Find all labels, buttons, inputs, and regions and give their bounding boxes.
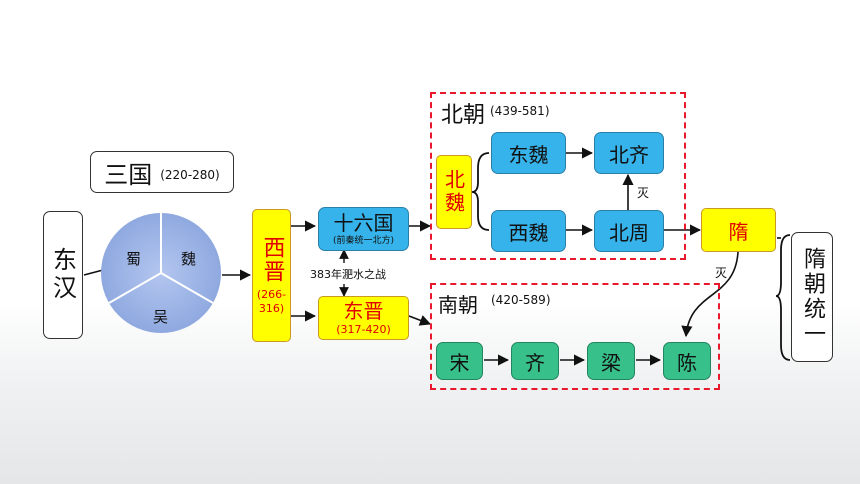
beichao-region	[430, 92, 686, 260]
shiliuguo-sub: (前秦统一北方)	[332, 236, 395, 246]
shiliuguo-name: 十六国	[333, 211, 394, 235]
qi-label: 齐	[525, 350, 545, 375]
song-label: 宋	[449, 350, 470, 375]
dongjin-box: 东晋 (317-420)	[318, 296, 409, 340]
liang-label: 梁	[601, 350, 621, 375]
nanchao-years: (420-589)	[491, 293, 551, 307]
sui-box: 隋	[701, 208, 776, 252]
sanguo-label: 三国 (220-280)	[90, 151, 234, 193]
nanchao-title: 南朝	[438, 293, 478, 317]
dongjin-name: 东晋	[343, 299, 384, 323]
sanguo-pie	[101, 213, 221, 333]
beiqi-label: 北齐	[609, 142, 649, 167]
unify-brace	[775, 234, 791, 361]
beiqi-box: 北齐	[594, 132, 664, 174]
chen-label: 陈	[677, 350, 697, 375]
xijin-years: (266-316)	[256, 287, 287, 315]
liang-box: 梁	[587, 342, 635, 380]
unify-label: 隋朝统一	[800, 247, 825, 347]
donghan-label: 东汉	[48, 247, 77, 303]
beizhou-box: 北周	[594, 210, 664, 252]
xijin-name: 西晋	[259, 235, 285, 284]
pie-wei: 魏	[181, 250, 197, 268]
pie-shu: 蜀	[126, 250, 142, 268]
xiwei-box: 西魏	[491, 210, 566, 252]
beichao-mie-label: 灭	[637, 186, 650, 200]
beiwei-box: 北魏	[436, 155, 472, 229]
sanguo-years: (220-280)	[160, 168, 220, 182]
dongwei-box: 东魏	[491, 132, 566, 174]
arrow-sui-chen	[681, 251, 739, 338]
pie-wu: 吴	[153, 308, 169, 326]
sui-mie-label: 灭	[715, 266, 728, 280]
beiwei-brace	[471, 152, 490, 231]
donghan-box: 东汉	[43, 211, 83, 339]
unify-box: 隋朝统一	[791, 232, 833, 362]
sanguo-title: 三国	[104, 160, 153, 189]
xijin-box: 西晋 (266-316)	[252, 209, 291, 342]
chen-box: 陈	[663, 342, 711, 380]
beizhou-label: 北周	[609, 220, 649, 245]
dongjin-years: (317-420)	[336, 323, 391, 336]
arrow-dongjin-nanchao	[408, 315, 432, 326]
beiwei-label: 北魏	[441, 169, 466, 215]
beichao-title: 北朝	[441, 103, 486, 128]
song-box: 宋	[436, 342, 483, 380]
dongwei-label: 东魏	[508, 142, 549, 167]
sui-label: 隋	[728, 219, 749, 244]
nanchao-region	[430, 283, 720, 390]
xiwei-label: 西魏	[508, 220, 549, 245]
beichao-years: (439-581)	[490, 104, 550, 118]
shiliuguo-box: 十六国 (前秦统一北方)	[318, 207, 409, 251]
qi-box: 齐	[511, 342, 559, 380]
feishui-label: 383年淝水之战	[310, 268, 386, 281]
